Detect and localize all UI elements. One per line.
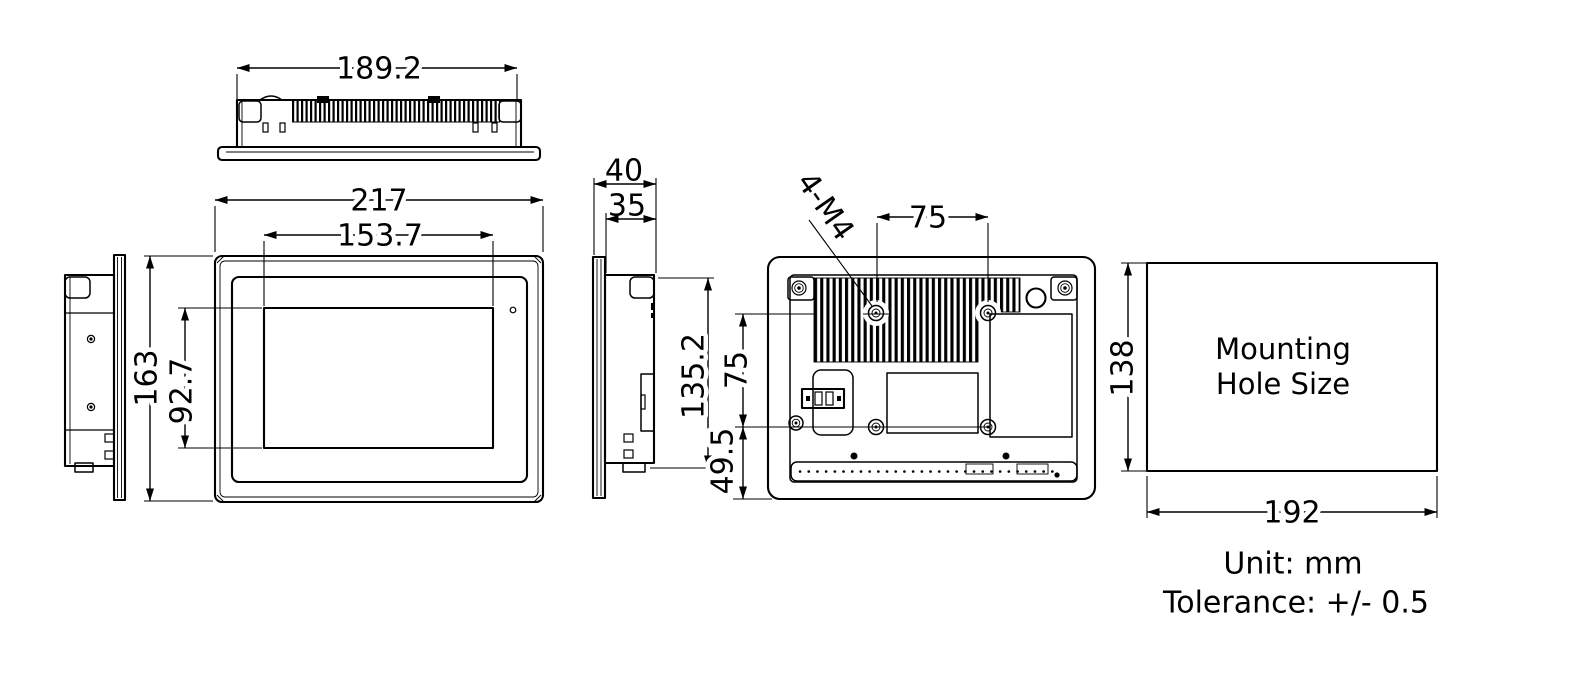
left-view-screw (86, 334, 96, 344)
right-side-view: 40 35 135.2 (591, 154, 716, 500)
depth-body-dimension: 35 (608, 189, 646, 224)
rear-right-panel (989, 313, 1073, 438)
left-side-view (63, 253, 127, 502)
mounting-hole-diagram: Mounting Hole Size 138 192 (1101, 261, 1439, 535)
top-left-end-block (238, 100, 262, 123)
corner-clamp-top-left (787, 276, 815, 301)
screen-height-dimension: 92.7 (165, 358, 200, 425)
vesa-hole-top-left (867, 304, 885, 322)
front-view: 217 153.7 163 92.7 (125, 179, 545, 504)
terminal-connector (800, 387, 846, 410)
body-height-dimension: 135.2 (677, 333, 712, 419)
rear-round-opening (1025, 287, 1047, 309)
rear-heatsink-fins (814, 278, 978, 362)
rear-view: 4-M4 75 75 49.5 (701, 166, 1097, 501)
mounting-label-line1: Mounting (1215, 332, 1351, 366)
rear-back-panel (789, 274, 1078, 483)
left-view-body (63, 273, 116, 468)
rear-screw-left (788, 415, 804, 431)
vesa-hole-bottom-right (979, 418, 997, 436)
unit-note: Unit: mm (1223, 547, 1362, 582)
drawing-notes: Unit: mm Tolerance: +/- 0.5 (1162, 547, 1429, 621)
vesa-hole-bottom-left (867, 418, 885, 436)
left-view-screw (86, 402, 96, 412)
screen-width-dimension: 153.7 (337, 219, 423, 254)
mounting-label-line2: Hole Size (1216, 367, 1350, 401)
front-panel-outline (213, 254, 545, 504)
front-width-dimension: 217 (350, 184, 407, 219)
hole-spacing-v-dimension: 75 (720, 351, 755, 389)
tolerance-note: Tolerance: +/- 0.5 (1162, 586, 1429, 621)
corner-clamp-top-right (1050, 276, 1078, 301)
top-bezel-plate (216, 145, 542, 162)
terminal-block-bay (812, 369, 854, 436)
vesa-hole-top-right (979, 304, 997, 322)
bottom-io-strip (790, 461, 1078, 482)
mounting-width-dimension: 192 (1263, 496, 1320, 531)
top-view: 189.2 (216, 47, 542, 162)
top-width-dimension: 189.2 (336, 52, 422, 87)
bottom-offset-dimension: 49.5 (706, 428, 741, 495)
top-heatsink-fins (292, 101, 500, 122)
mounting-height-dimension: 138 (1106, 339, 1141, 396)
led-indicator (509, 306, 517, 314)
hole-spacing-h-dimension: 75 (909, 201, 947, 236)
front-bezel-frame (230, 275, 529, 484)
display-area (262, 306, 495, 450)
mounting-hole-outline (1145, 261, 1439, 473)
rear-center-panel (886, 372, 979, 434)
depth-total-dimension: 40 (605, 154, 643, 189)
rear-outline (766, 255, 1097, 501)
front-height-dimension: 163 (130, 349, 165, 406)
top-dome-bump (259, 95, 283, 101)
